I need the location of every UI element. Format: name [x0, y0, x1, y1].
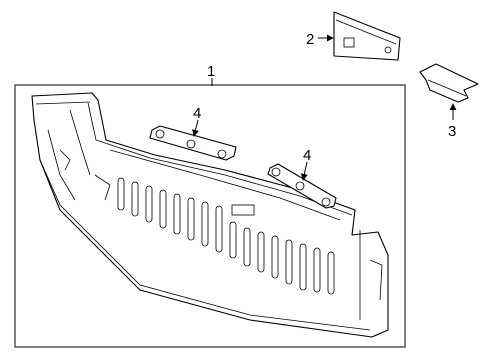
rear-panel: [31, 92, 389, 338]
mount-bracket: [419, 63, 479, 103]
callout-3: 3: [448, 123, 456, 140]
callout-1: 1: [207, 63, 215, 80]
assembly-frame: [14, 84, 406, 348]
leader-4a: [192, 119, 199, 137]
callout-4-left: 4: [193, 105, 201, 122]
callout-2: 2: [306, 31, 314, 48]
leader-4b: [300, 161, 308, 181]
bracket-left: [149, 125, 237, 161]
panel-slots: [117, 177, 335, 295]
callout-4-right: 4: [303, 147, 311, 164]
reinforcement-plate: [333, 11, 401, 61]
bracket-right: [267, 163, 337, 209]
